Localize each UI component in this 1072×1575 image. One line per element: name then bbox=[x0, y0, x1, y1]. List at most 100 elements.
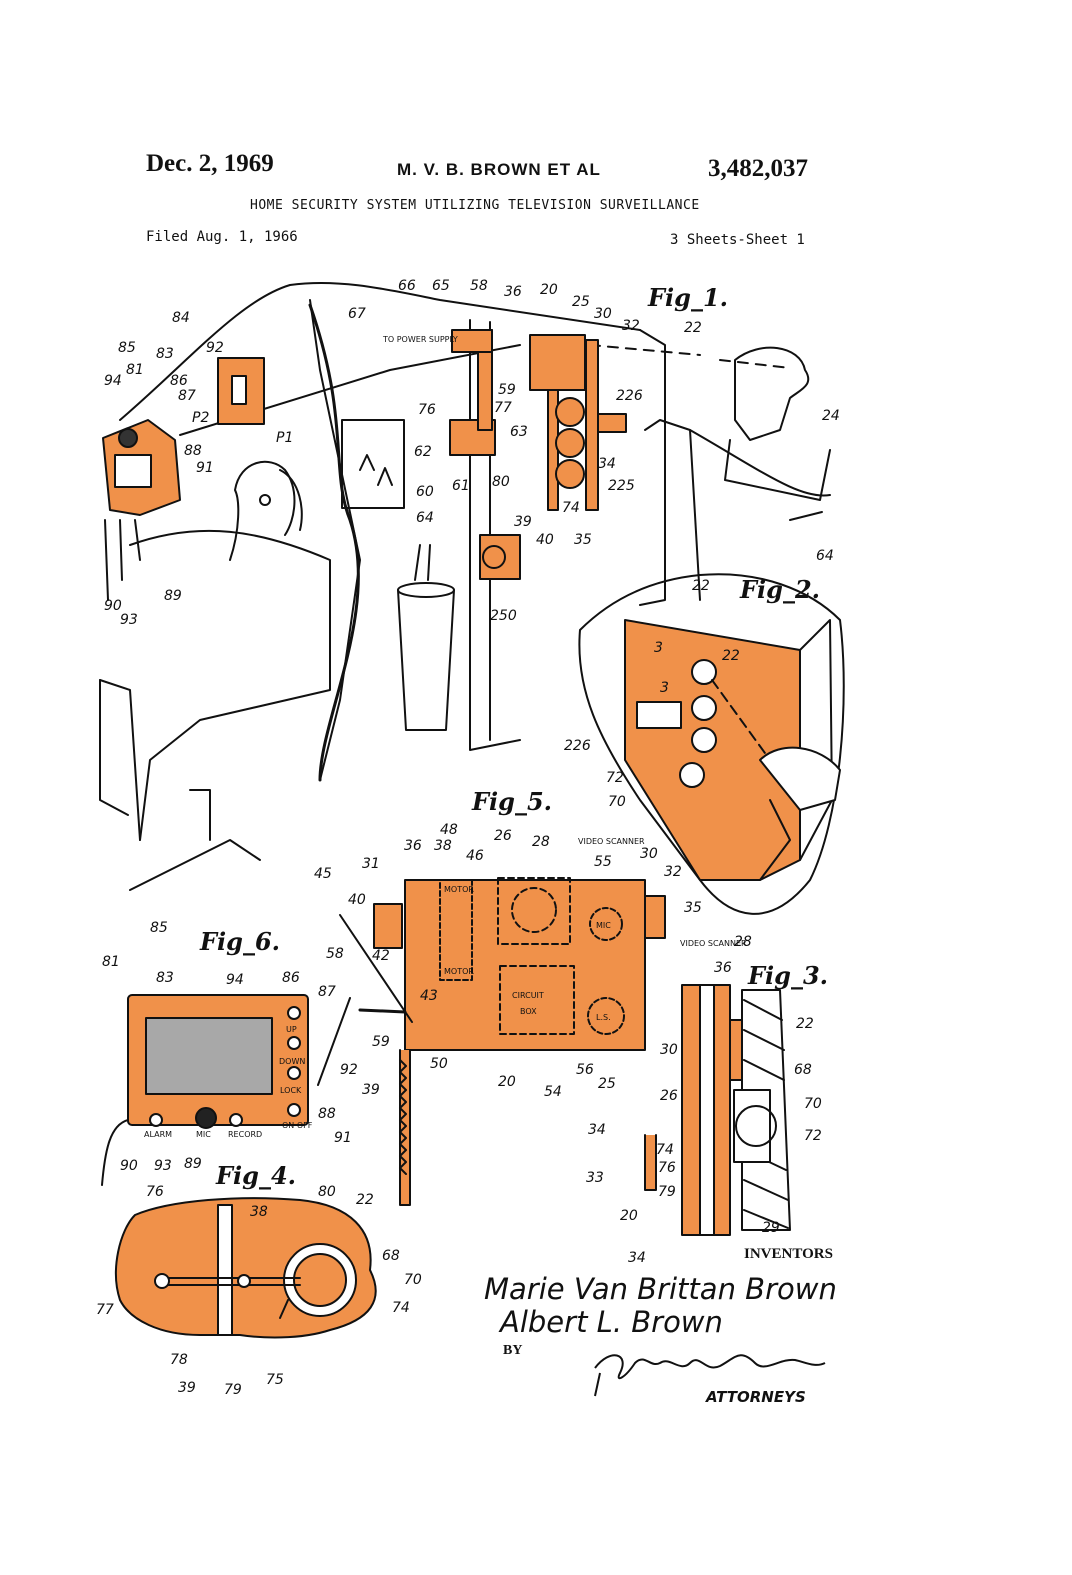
svg-text:34: 34 bbox=[598, 456, 616, 472]
svg-text:38: 38 bbox=[250, 1204, 268, 1220]
svg-text:58: 58 bbox=[326, 946, 344, 962]
svg-text:35: 35 bbox=[574, 532, 592, 548]
fig5-box: BOX bbox=[520, 1007, 537, 1016]
by-label: BY bbox=[503, 1343, 523, 1358]
svg-text:225: 225 bbox=[608, 478, 635, 494]
svg-text:88: 88 bbox=[318, 1106, 336, 1122]
svg-text:93: 93 bbox=[154, 1158, 172, 1174]
svg-text:67: 67 bbox=[348, 306, 366, 322]
svg-text:36: 36 bbox=[404, 838, 422, 854]
svg-text:46: 46 bbox=[466, 848, 484, 864]
svg-text:54: 54 bbox=[544, 1084, 562, 1100]
svg-text:85: 85 bbox=[118, 340, 136, 356]
svg-text:3: 3 bbox=[660, 680, 669, 696]
inventor-signature-1: Marie Van Brittan Brown bbox=[484, 1272, 837, 1306]
svg-text:22: 22 bbox=[684, 320, 702, 336]
fig5-mic: MIC bbox=[596, 921, 611, 930]
fig1-label: Fig_1. bbox=[647, 283, 728, 312]
fig6-btn-down: DOWN bbox=[279, 1057, 305, 1066]
fig6-drawing bbox=[101, 994, 351, 1186]
svg-text:63: 63 bbox=[510, 424, 528, 440]
svg-text:86: 86 bbox=[170, 373, 188, 389]
svg-text:70: 70 bbox=[404, 1272, 422, 1288]
svg-text:92: 92 bbox=[206, 340, 224, 356]
svg-text:62: 62 bbox=[414, 444, 432, 460]
svg-text:48: 48 bbox=[440, 822, 458, 838]
svg-text:50: 50 bbox=[430, 1056, 448, 1072]
fig3-drawing bbox=[644, 984, 791, 1236]
attorneys-label: ATTORNEYS bbox=[706, 1388, 806, 1406]
fig6-btn-record: RECORD bbox=[228, 1130, 262, 1139]
svg-text:P1: P1 bbox=[276, 430, 293, 446]
fig2-drawing bbox=[578, 573, 845, 915]
fig5-circuit: CIRCUIT bbox=[512, 991, 544, 1000]
svg-text:56: 56 bbox=[576, 1062, 594, 1078]
svg-text:36: 36 bbox=[714, 960, 732, 976]
svg-text:77: 77 bbox=[96, 1302, 114, 1318]
svg-text:59: 59 bbox=[498, 382, 516, 398]
fig3-video-scanner: VIDEO SCANNER bbox=[680, 939, 747, 948]
svg-text:91: 91 bbox=[196, 460, 214, 476]
svg-text:34: 34 bbox=[628, 1250, 646, 1266]
svg-text:90: 90 bbox=[104, 598, 122, 614]
fig2-label: Fig_2. bbox=[739, 575, 820, 604]
svg-text:88: 88 bbox=[184, 443, 202, 459]
svg-text:64: 64 bbox=[416, 510, 434, 526]
svg-text:39: 39 bbox=[514, 514, 532, 530]
svg-text:3: 3 bbox=[654, 640, 663, 656]
svg-text:66: 66 bbox=[398, 278, 416, 294]
svg-text:58: 58 bbox=[470, 278, 488, 294]
svg-text:40: 40 bbox=[536, 532, 554, 548]
svg-text:87: 87 bbox=[178, 388, 196, 404]
svg-text:85: 85 bbox=[150, 920, 168, 936]
svg-text:250: 250 bbox=[490, 608, 517, 624]
svg-text:91: 91 bbox=[334, 1130, 352, 1146]
fig5-video-scanner: VIDEO SCANNER bbox=[578, 837, 645, 846]
svg-text:31: 31 bbox=[362, 856, 380, 872]
fig5-ls: L.S. bbox=[596, 1013, 611, 1022]
svg-text:60: 60 bbox=[416, 484, 434, 500]
patent-title: HOME SECURITY SYSTEM UTILIZING TELEVISIO… bbox=[250, 198, 700, 213]
svg-text:89: 89 bbox=[184, 1156, 202, 1172]
svg-text:61: 61 bbox=[452, 478, 470, 494]
filed-date: Filed Aug. 1, 1966 bbox=[146, 229, 298, 245]
svg-text:30: 30 bbox=[660, 1042, 678, 1058]
svg-text:94: 94 bbox=[226, 972, 244, 988]
svg-text:84: 84 bbox=[172, 310, 190, 326]
svg-text:70: 70 bbox=[804, 1096, 822, 1112]
svg-text:79: 79 bbox=[658, 1184, 676, 1200]
svg-text:32: 32 bbox=[622, 318, 640, 334]
svg-text:22: 22 bbox=[356, 1192, 374, 1208]
svg-text:39: 39 bbox=[178, 1380, 196, 1396]
svg-text:20: 20 bbox=[620, 1208, 638, 1224]
svg-text:81: 81 bbox=[126, 362, 144, 378]
fig6-btn-lock: LOCK bbox=[280, 1086, 302, 1095]
svg-text:76: 76 bbox=[418, 402, 436, 418]
fig4-label: Fig_4. bbox=[215, 1161, 296, 1190]
fig1-drawing bbox=[99, 281, 831, 891]
svg-text:93: 93 bbox=[120, 612, 138, 628]
attorney-signature bbox=[594, 1354, 826, 1397]
svg-text:40: 40 bbox=[348, 892, 366, 908]
svg-text:92: 92 bbox=[340, 1062, 358, 1078]
svg-text:39: 39 bbox=[362, 1082, 380, 1098]
inventor-header: M. V. B. BROWN ET AL bbox=[397, 160, 601, 179]
svg-text:68: 68 bbox=[382, 1248, 400, 1264]
inventor-signature-2: Albert L. Brown bbox=[500, 1305, 723, 1339]
svg-text:22: 22 bbox=[722, 648, 740, 664]
svg-text:P2: P2 bbox=[192, 410, 209, 426]
svg-text:79: 79 bbox=[224, 1382, 242, 1398]
svg-text:26: 26 bbox=[660, 1088, 678, 1104]
svg-text:34: 34 bbox=[588, 1122, 606, 1138]
svg-text:74: 74 bbox=[392, 1300, 410, 1316]
svg-text:30: 30 bbox=[640, 846, 658, 862]
svg-text:226: 226 bbox=[564, 738, 591, 754]
svg-text:94: 94 bbox=[104, 373, 122, 389]
svg-text:38: 38 bbox=[434, 838, 452, 854]
svg-text:22: 22 bbox=[692, 578, 710, 594]
svg-text:70: 70 bbox=[608, 794, 626, 810]
fig5-drawing bbox=[339, 877, 666, 1206]
svg-text:22: 22 bbox=[796, 1016, 814, 1032]
svg-text:90: 90 bbox=[120, 1158, 138, 1174]
